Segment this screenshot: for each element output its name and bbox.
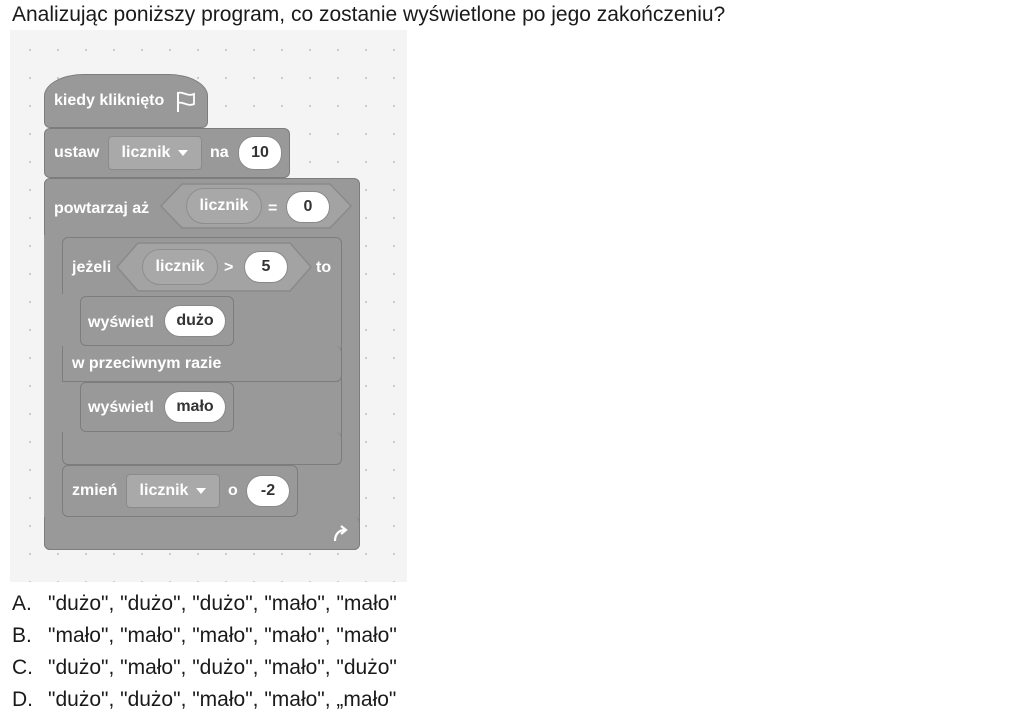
say-small-value[interactable]: mało [164, 391, 226, 423]
if-condition-value[interactable]: 5 [244, 251, 288, 283]
else-row [62, 346, 342, 382]
option-a[interactable]: A. "dużo", "dużo", "dużo", "mało", "mało" [12, 588, 397, 620]
green-flag-icon [177, 91, 195, 112]
option-text: "dużo", "dużo", "mało", "mało", „mało" [48, 688, 397, 711]
when-flag-clicked-label: kiedy kliknięto [54, 92, 165, 109]
say-small-label: wyświetl [88, 399, 154, 416]
change-by-word: o [228, 482, 238, 499]
change-variable-name: licznik [139, 482, 189, 499]
if-label: jeżeli [72, 259, 112, 276]
else-label: w przeciwnym razie [72, 355, 222, 372]
option-letter: D. [12, 688, 33, 711]
set-to-word: na [210, 144, 229, 161]
loop-arrow-icon [333, 525, 348, 542]
option-letter: C. [12, 656, 33, 679]
option-letter: A. [12, 592, 32, 615]
say-big-value[interactable]: dużo [164, 305, 226, 337]
option-text: "mało", "mało", "mało", "mało", "mało" [48, 624, 397, 647]
repeat-condition-value[interactable]: 0 [286, 191, 330, 223]
change-value-input[interactable]: -2 [246, 475, 290, 507]
set-label: ustaw [54, 144, 100, 161]
option-text: "dużo", "dużo", "dużo", "mało", "mało" [48, 592, 397, 615]
if-then-word: to [316, 259, 332, 276]
option-text: "dużo", "mało", "dużo", "mało", "dużo" [48, 656, 397, 679]
repeat-inner-slot [44, 235, 62, 517]
if-condition-operator: > [224, 259, 234, 276]
set-variable-name: licznik [121, 144, 171, 161]
chevron-down-icon [178, 150, 189, 156]
answer-options: A. "dużo", "dużo", "dużo", "mało", "mało"… [12, 588, 397, 716]
set-value-input[interactable]: 10 [238, 136, 282, 170]
repeat-until-label: powtarzaj aż [54, 200, 150, 217]
repeat-condition-operator: = [268, 200, 278, 217]
say-big-label: wyświetl [88, 314, 154, 331]
question-text: Analizując poniższy program, co zostanie… [12, 3, 726, 26]
repeat-condition-variable[interactable]: licznik [186, 188, 262, 224]
repeat-until-bottom [44, 517, 360, 550]
option-d[interactable]: D. "dużo", "dużo", "mało", "mało", „mało" [12, 684, 397, 716]
when-flag-clicked-block[interactable] [44, 74, 208, 128]
option-b[interactable]: B. "mało", "mało", "mało", "mało", "mało" [12, 620, 397, 652]
code-canvas: kiedy kliknięto ustaw licznik na 10 powt… [10, 30, 407, 582]
change-label: zmień [72, 482, 118, 499]
option-c[interactable]: C. "dużo", "mało", "dużo", "mało", "dużo" [12, 652, 397, 684]
if-condition-variable[interactable]: licznik [142, 249, 218, 285]
option-letter: B. [12, 624, 32, 647]
set-variable-dropdown[interactable]: licznik [108, 136, 202, 170]
chevron-down-icon [196, 488, 207, 494]
if-else-bottom [62, 432, 342, 465]
change-variable-dropdown[interactable]: licznik [126, 474, 220, 508]
